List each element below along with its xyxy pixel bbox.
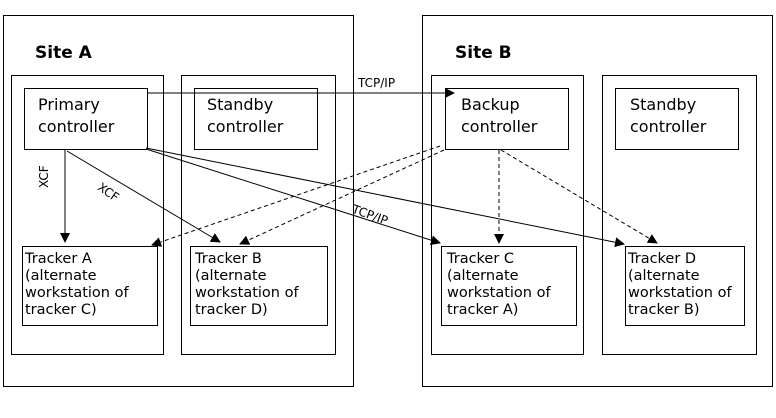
tracker-b-label-1: Tracker B — [195, 251, 262, 267]
tracker-a-label-2: (alternate — [25, 268, 97, 284]
site-a-primary-system — [11, 75, 164, 355]
site-b-title: Site B — [455, 43, 512, 63]
xcf-vertical-label: XCF — [37, 165, 51, 188]
site-b-standby-controller-box — [615, 88, 739, 150]
tracker-b-label-2: (alternate — [195, 268, 267, 284]
tracker-d-label-1: Tracker D — [628, 251, 697, 267]
tracker-b-label-3: workstation of — [195, 285, 299, 301]
backup-to-tracker-d — [500, 149, 658, 244]
tracker-a-box — [22, 246, 158, 326]
tracker-d-label-2: (alternate — [628, 268, 700, 284]
tracker-c-box — [441, 246, 577, 326]
tracker-c-label-2: (alternate — [447, 268, 519, 284]
tracker-a-label-1: Tracker A — [25, 251, 92, 267]
site-b-box — [422, 15, 773, 387]
backup-controller-box — [445, 88, 569, 150]
tracker-d-box — [625, 246, 745, 326]
site-a-standby-controller-box — [194, 88, 318, 150]
backup-controller-label-2: controller — [461, 117, 538, 136]
site-b-standby-controller-label-2: controller — [630, 117, 707, 136]
xcf-primary-to-tracker-b — [66, 150, 221, 243]
tracker-a-label-3: workstation of — [25, 285, 129, 301]
site-a-box — [3, 15, 354, 387]
tracker-d-label-4: tracker B) — [628, 302, 700, 318]
site-b-backup-system — [431, 75, 584, 355]
primary-controller-label-2: controller — [38, 117, 115, 136]
tracker-d-label-3: workstation of — [628, 285, 732, 301]
site-a-standby-controller-label-2: controller — [207, 117, 284, 136]
tracker-c-label-3: workstation of — [447, 285, 551, 301]
backup-to-tracker-a — [151, 145, 441, 247]
primary-to-tracker-c — [145, 148, 441, 246]
tracker-c-label-4: tracker A) — [447, 302, 519, 318]
primary-controller-box — [24, 88, 148, 150]
site-b-standby-system — [602, 75, 757, 355]
site-a-title: Site A — [35, 43, 92, 63]
primary-controller-label-1: Primary — [38, 95, 100, 114]
site-a-standby-controller-label-1: Standby — [207, 95, 274, 114]
backup-to-tracker-b — [239, 149, 445, 245]
primary-to-tracker-d — [145, 147, 625, 248]
tracker-c-label-1: Tracker C — [447, 251, 515, 267]
tracker-b-box — [190, 246, 328, 326]
backup-controller-label-1: Backup — [461, 95, 520, 114]
tracker-a-label-4: tracker C) — [25, 302, 97, 318]
tracker-b-label-4: tracker D) — [195, 302, 268, 318]
tcpip-top-label: TCP/IP — [358, 76, 396, 90]
site-a-standby-system — [181, 75, 336, 355]
site-b-standby-controller-label-1: Standby — [630, 95, 697, 114]
